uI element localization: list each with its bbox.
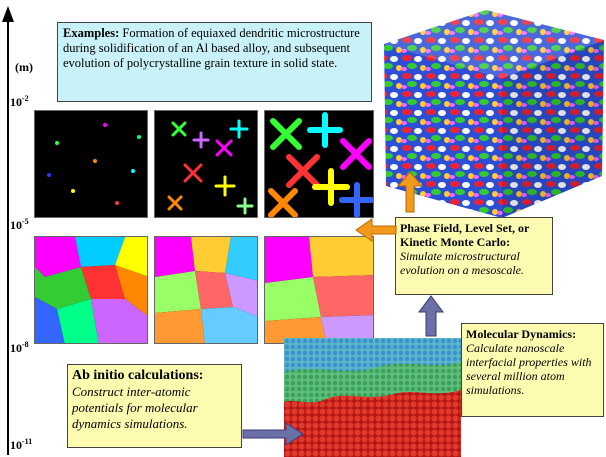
dendrite-grown-image <box>268 112 373 217</box>
blue-right-arrow <box>242 422 304 446</box>
dendrite-crosses-image <box>167 119 254 215</box>
blue-up-arrow <box>418 295 444 337</box>
grain-panel-impinged <box>34 236 148 344</box>
dendrite-seeds-image <box>47 123 141 205</box>
examples-note: Examples: Formation of equiaxed dendriti… <box>57 22 372 102</box>
axis-arrowhead <box>2 6 14 22</box>
length-scale-axis <box>2 6 14 455</box>
molecular-dynamics-text: Calculate nanoscale interfacial properti… <box>466 341 592 397</box>
grain-panel-coarse <box>264 236 374 344</box>
orange-left-arrow <box>355 218 397 242</box>
ab-initio-title: Ab initio calculations: <box>72 368 204 383</box>
tick-label-1e-8: 10-8 <box>10 340 29 355</box>
ab-initio-note: Ab initio calculations: Construct inter-… <box>67 364 242 448</box>
grain-polycrystal-image <box>155 237 257 343</box>
orange-up-arrow <box>396 171 424 213</box>
dendrite-panel-early <box>34 110 148 218</box>
phase-field-text: Simulate microstructural evolution on a … <box>400 249 524 277</box>
axis-unit-label: (m) <box>15 60 33 74</box>
tick-label-1e-11: 10-11 <box>10 437 33 452</box>
phase-field-note: Phase Field, Level Set, or Kinetic Monte… <box>395 217 553 295</box>
molecular-dynamics-note: Molecular Dynamics: Calculate nanoscale … <box>461 323 604 417</box>
phase-field-title: Phase Field, Level Set, or Kinetic Monte… <box>400 221 530 249</box>
dendrite-panel-late <box>264 110 374 218</box>
ab-initio-text: Construct inter-atomic potentials for mo… <box>72 384 198 431</box>
grain-dendrite-image <box>35 237 147 343</box>
polycrystal-cube-image <box>384 10 604 218</box>
tick-label-1e-5: 10-5 <box>10 217 29 232</box>
examples-title: Examples: <box>63 26 120 40</box>
tick-label-1e-2: 10-2 <box>10 94 29 109</box>
examples-text: Formation of equiaxed dendritic microstr… <box>63 26 360 70</box>
grain-coarse-image <box>265 237 373 343</box>
dendrite-panel-mid <box>154 110 258 218</box>
grain-panel-coarsening <box>154 236 258 344</box>
molecular-dynamics-title: Molecular Dynamics: <box>466 327 577 341</box>
molecular-dynamics-atoms-image <box>284 338 461 457</box>
